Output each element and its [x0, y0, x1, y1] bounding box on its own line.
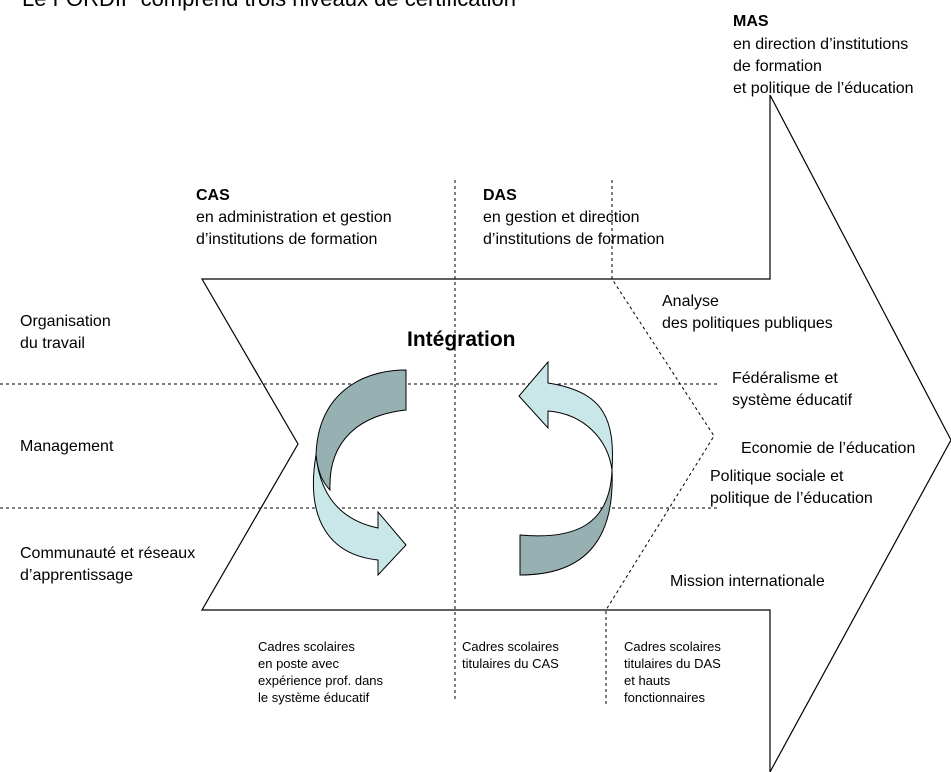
program-arrow-outline [200, 94, 951, 772]
mas-desc-line: de formation [733, 58, 822, 75]
integration-arrow-right [518, 360, 613, 576]
das-desc-line: en gestion et direction [483, 209, 640, 226]
audience-cas: expérience prof. dans [258, 673, 384, 688]
mas-topic-politique-sociale: politique de l’éducation [710, 490, 873, 507]
das-mas-divider [605, 180, 715, 705]
audience-cas: Cadres scolaires [258, 639, 355, 654]
mas-topic-mission: Mission internationale [670, 573, 825, 590]
left-topic-communaute: d’apprentissage [20, 567, 133, 584]
mas-heading: MAS [733, 13, 769, 30]
integration-label: Intégration [407, 328, 516, 351]
mas-topic-politique-sociale: Politique sociale et [710, 468, 844, 485]
mas-desc-line: et politique de l’éducation [733, 80, 914, 97]
left-topic-organisation: du travail [20, 335, 85, 352]
mas-topic-economie: Economie de l’éducation [741, 440, 916, 457]
integration-arrow-left [312, 369, 407, 577]
left-topic-organisation: Organisation [20, 313, 111, 330]
audience-mas: Cadres scolaires [624, 639, 721, 654]
mas-topic-analyse: Analyse [662, 293, 719, 310]
das-heading: DAS [483, 187, 517, 204]
audience-cas: en poste avec [258, 656, 339, 671]
mas-desc-line: en direction d’institutions [733, 36, 909, 53]
audience-mas: fonctionnaires [624, 690, 705, 705]
audience-das: titulaires du CAS [462, 656, 559, 671]
cas-desc-line: d’institutions de formation [196, 231, 378, 248]
cas-heading: CAS [196, 187, 230, 204]
mas-topic-analyse: des politiques publiques [662, 315, 833, 332]
audience-mas: et hauts [624, 673, 671, 688]
page-title: Le FORDIF comprend trois niveaux de cert… [22, 0, 516, 12]
das-desc-line: d’institutions de formation [483, 231, 665, 248]
cas-desc-line: en administration et gestion [196, 209, 392, 226]
mas-topic-federalisme: système éducatif [732, 392, 853, 409]
left-topic-communaute: Communauté et réseaux [20, 545, 196, 562]
audience-mas: titulaires du DAS [624, 656, 721, 671]
audience-das: Cadres scolaires [462, 639, 559, 654]
audience-cas: le système éducatif [258, 690, 370, 705]
mas-topic-federalisme: Fédéralisme et [732, 370, 838, 387]
left-topic-management: Management [20, 438, 114, 455]
